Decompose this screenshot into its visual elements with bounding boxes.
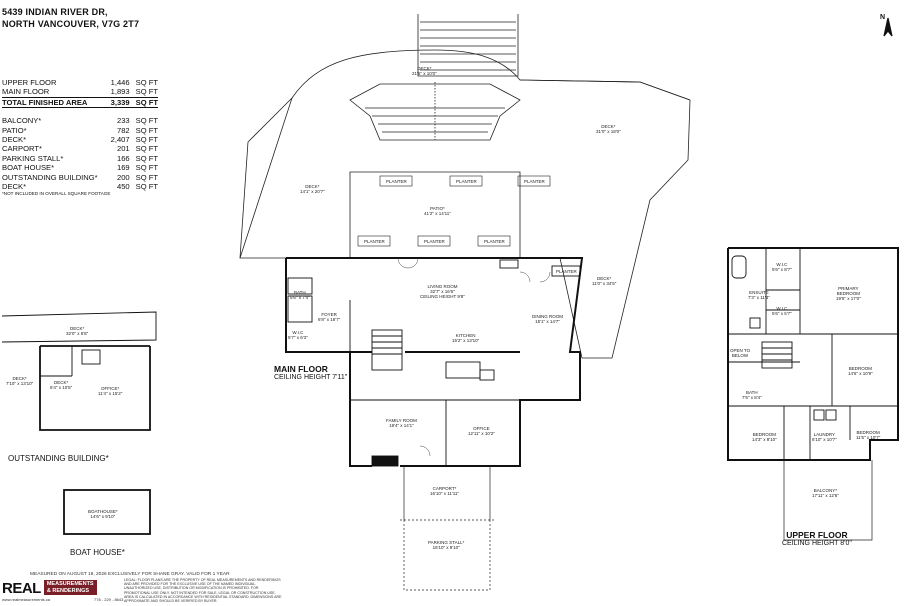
website: www.realmeasurements.ca xyxy=(2,597,51,602)
main-floor-title-block: MAIN FLOOR CEILING HEIGHT 7'11" xyxy=(274,364,347,381)
label-bath-main: BATH 5'6" x 7'4" xyxy=(290,290,310,300)
label-kitchen: KITCHEN 15'2" x 13'10" xyxy=(452,333,480,343)
label-planter-5: PLANTER xyxy=(424,239,445,244)
boathouse-title: BOAT HOUSE* xyxy=(70,548,125,557)
label-boathouse: BOATHOUSE* 14'6" x 9'10" xyxy=(88,509,118,519)
label-planter-2: PLANTER xyxy=(456,179,477,184)
north-label: N xyxy=(880,14,886,21)
label-wic-main: W.I.C 5'7" x 6'3" xyxy=(288,330,308,340)
label-planter-4: PLANTER xyxy=(364,239,385,244)
label-carport: CARPORT* 16'10" x 11'11" xyxy=(430,486,460,496)
label-bedroom-3: BEDROOM 11'5" x 10'7" xyxy=(856,430,881,440)
upper-floor-title: UPPER FLOOR xyxy=(786,530,848,540)
label-balcony: BALCONY* 17'11" x 12'6" xyxy=(812,488,839,498)
label-ob-deck-mid: DECK* 6'4" x 10'5" xyxy=(50,380,73,390)
label-primary-bedroom: PRIMARY BEDROOM 19'5" x 17'0" xyxy=(836,286,861,301)
boathouse-plan xyxy=(63,489,151,535)
phone: 778 - 229 - 8643 xyxy=(94,597,124,602)
label-deck-right: DECK* 31'0" x 18'0" xyxy=(596,124,621,134)
outstanding-building-title: OUTSTANDING BUILDING* xyxy=(8,454,109,463)
property-address: 5439 INDIAN RIVER DR, NORTH VANCOUVER, V… xyxy=(2,6,139,30)
balcony-outline xyxy=(783,460,873,541)
label-open-to-below: OPEN TO BELOW xyxy=(730,348,751,358)
legal-disclaimer: LEGAL: FLOOR PLANS ARE THE PROPERTY OF R… xyxy=(124,578,282,604)
label-ob-deck-top: DECK* 32'0" x 6'8" xyxy=(66,326,89,336)
planters-and-patio xyxy=(357,175,551,247)
stepped-deck xyxy=(349,83,521,141)
main-floor-interior xyxy=(287,259,581,467)
label-wic-up-2: W.I.C 5'6" x 5'7" xyxy=(772,306,792,316)
label-bedroom-1: BEDROOM 14'6" x 10'9" xyxy=(848,366,873,376)
label-planter-7: PLANTER xyxy=(556,269,577,274)
label-bedroom-2: BEDROOM 14'3" x 8'10" xyxy=(752,432,777,442)
label-office-main: OFFICE 12'11" x 10'2" xyxy=(468,426,495,436)
door-swings-main xyxy=(397,257,551,457)
logo-badge: MEASUREMENTS & RENDERINGS xyxy=(43,580,97,595)
upper-floor-interior xyxy=(728,248,898,460)
upper-floor-ceiling: CEILING HEIGHT 8'0" xyxy=(782,540,852,547)
label-deck-east: DECK* 11'0" x 34'5" xyxy=(592,276,617,286)
label-planter-3: PLANTER xyxy=(524,179,545,184)
address-line-2: NORTH VANCOUVER, V7G 2T7 xyxy=(2,19,140,29)
area-note: *NOT INCLUDED IN OVERALL SQUARE FOOTAGE xyxy=(2,191,111,197)
north-arrow-icon xyxy=(883,17,893,37)
label-dining-room: DINING ROOM 15'1" x 14'7" xyxy=(532,314,563,324)
label-laundry: LAUNDRY 6'10" x 10'7" xyxy=(812,432,837,442)
label-ob-office: OFFICE* 11'4" x 15'2" xyxy=(98,386,123,396)
label-living-room: LIVING ROOM 32'7" x 16'6" CEILING HEIGHT… xyxy=(420,284,465,299)
label-wic-up-1: W.I.C 5'6" x 8'7" xyxy=(772,262,792,272)
label-deck-top: DECK* 21'5" x 10'0" xyxy=(412,66,437,76)
label-bath-up: BATH 7'5" x 8'4" xyxy=(742,390,762,400)
label-deck-left: DECK* 14'1" x 20'7" xyxy=(300,184,325,194)
upper-deck-outline xyxy=(239,49,691,359)
main-floor-ceiling: CEILING HEIGHT 7'11" xyxy=(274,374,348,381)
address-line-1: 5439 INDIAN RIVER DR, xyxy=(2,7,108,17)
upper-floor-title-block: UPPER FLOOR CEILING HEIGHT 8'0" xyxy=(782,530,852,547)
upper-floor-walls xyxy=(727,247,899,461)
logo-real: REAL xyxy=(2,580,41,597)
outstanding-building-plan xyxy=(1,311,157,431)
carport-parking xyxy=(400,466,494,591)
label-planter-1: PLANTER xyxy=(386,179,407,184)
measured-note: MEASURED ON AUGUST 19, 2026 EXCLUSIVELY … xyxy=(30,572,230,577)
main-floor-title: MAIN FLOOR xyxy=(274,364,328,374)
label-family-room: FAMILY ROOM 19'4" x 14'1" xyxy=(386,418,417,428)
label-planter-6: PLANTER xyxy=(484,239,505,244)
label-ob-deck-left: DECK* 7'10" x 13'10" xyxy=(6,376,34,386)
label-parking: PARKING STALL* 16'10" x 9'10" xyxy=(428,540,465,550)
deck-stairs-top xyxy=(417,14,519,77)
label-patio: PATIO* 41'2" x 14'11" xyxy=(424,206,451,216)
logo-block: REAL MEASUREMENTS & RENDERINGS xyxy=(2,580,97,597)
label-foyer: FOYER 6'8" x 16'7" xyxy=(318,312,341,322)
label-ensuite: ENSUITE 7'3" x 11'3" xyxy=(748,290,770,300)
